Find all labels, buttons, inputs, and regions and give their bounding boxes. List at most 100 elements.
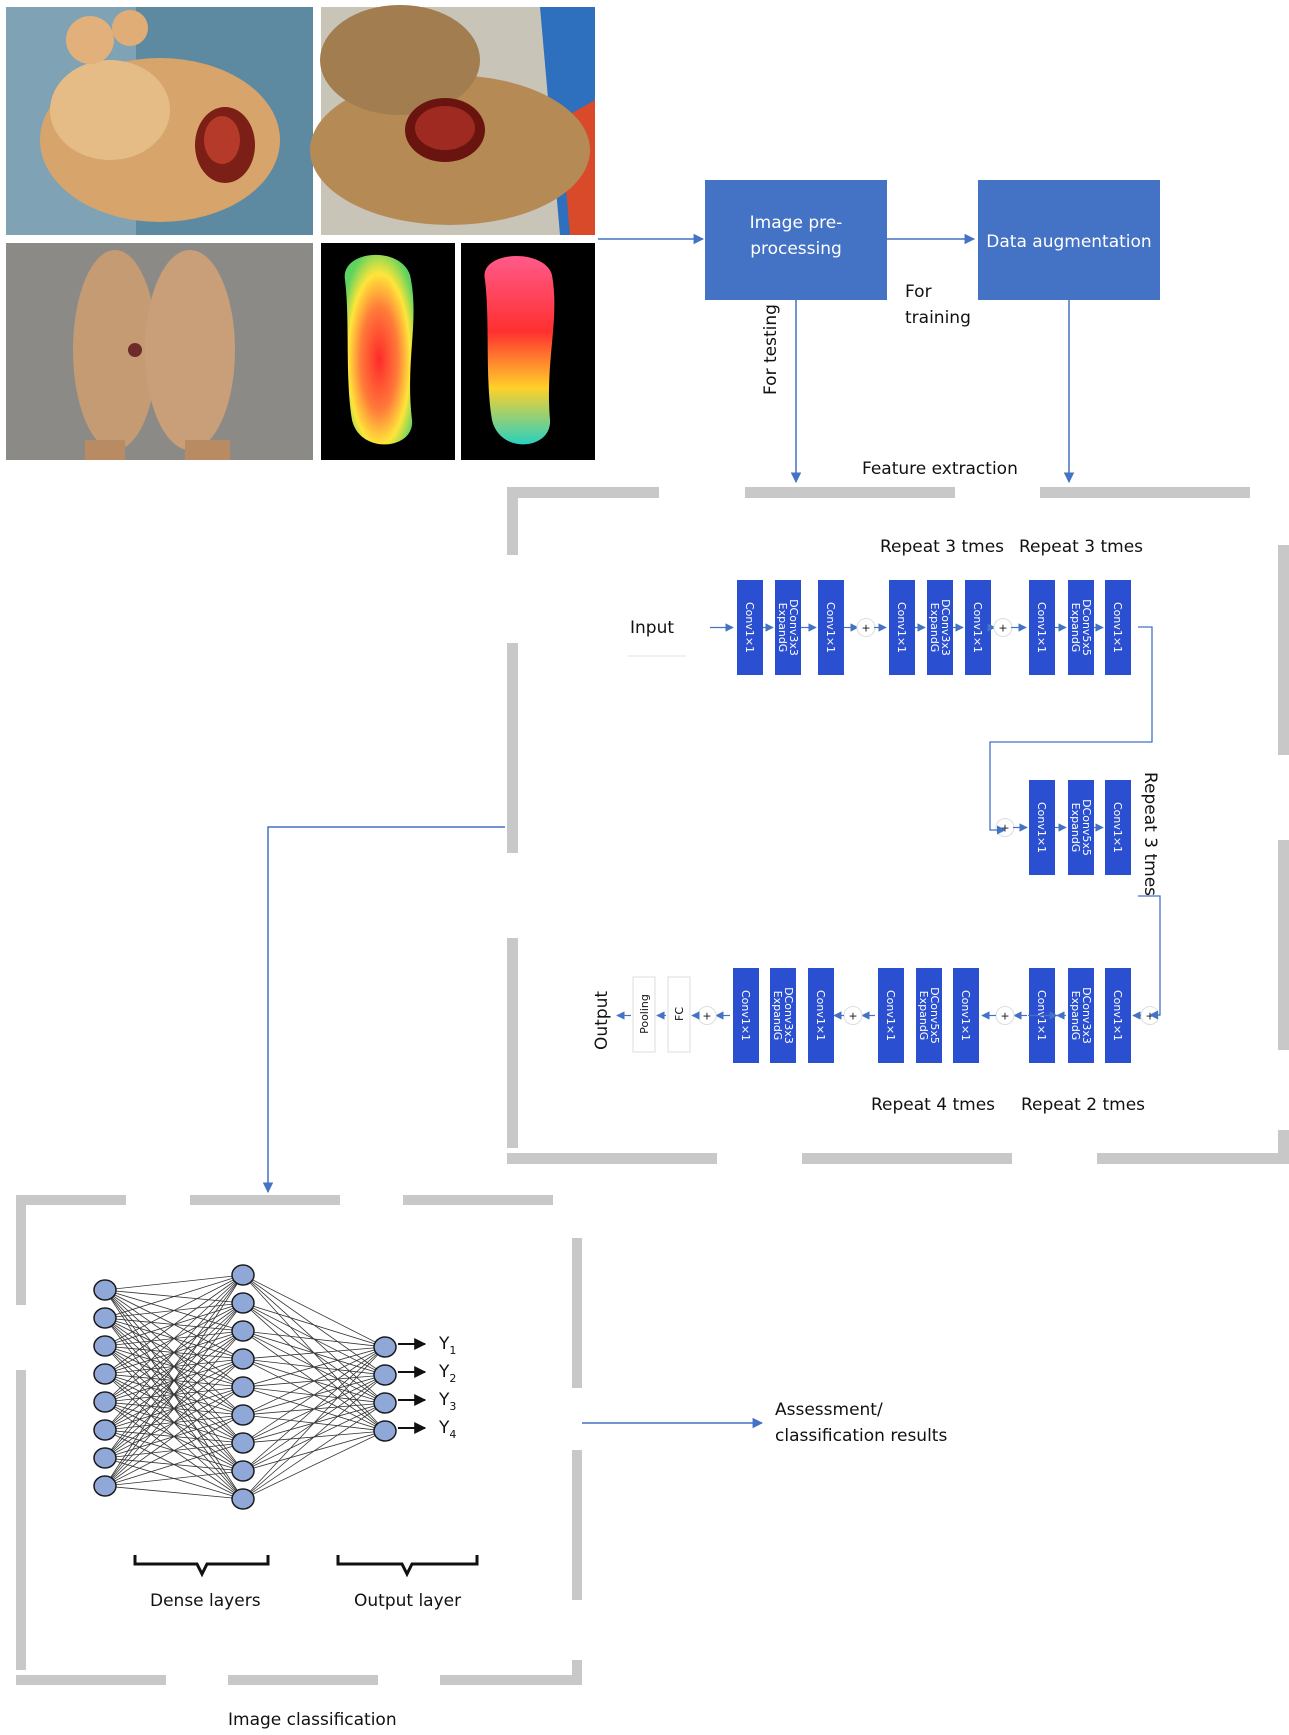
row1-plus-1: + <box>856 618 876 637</box>
repeat-label-2: Repeat 3 tmes <box>1019 537 1143 557</box>
svg-text:DConv3x3ExpandG: DConv3x3ExpandG <box>771 987 795 1044</box>
row1-block-3: Conv1×1 <box>889 580 915 675</box>
top-flow: Image pre-processing Data augmentation F… <box>598 180 1160 484</box>
input-node-7 <box>93 1475 117 1497</box>
arrow-feature-to-classification <box>262 826 505 1194</box>
hidden-node-2 <box>231 1320 255 1342</box>
results-label: Assessment/classification results <box>775 1400 947 1446</box>
svg-text:Conv1×1: Conv1×1 <box>895 602 908 653</box>
photo-foot-ulcer-1 <box>6 7 313 235</box>
dense-brace <box>133 1555 270 1578</box>
svg-text:+: + <box>848 1010 857 1023</box>
row1-plus-2: + <box>993 618 1013 637</box>
augmentation-box <box>978 180 1160 300</box>
hidden-node-4 <box>231 1376 255 1398</box>
neural-network <box>93 1264 397 1510</box>
preprocess-label: Image pre-processing <box>750 213 843 259</box>
row3-block-0: Conv1×1 <box>1105 968 1131 1063</box>
svg-text:DConv3x3ExpandG: DConv3x3ExpandG <box>928 599 952 656</box>
row3-block-1: DConv3x3ExpandG <box>1068 968 1094 1063</box>
svg-text:Conv1×1: Conv1×1 <box>1111 990 1124 1041</box>
hidden-node-6 <box>231 1432 255 1454</box>
svg-text:Conv1×1: Conv1×1 <box>1035 802 1048 853</box>
svg-text:+: + <box>998 622 1007 635</box>
row2-block-2: Conv1×1 <box>1105 780 1131 875</box>
fc-box: FC <box>667 976 691 1053</box>
hidden-node-8 <box>231 1488 255 1510</box>
input-node-5 <box>93 1419 117 1441</box>
pooling-box: Pooling <box>632 976 656 1053</box>
input-node-4 <box>93 1391 117 1413</box>
row1-block-1: DConv3x3ExpandG <box>775 580 801 675</box>
row2-block-0: Conv1×1 <box>1029 780 1055 875</box>
svg-text:Conv1×1: Conv1×1 <box>971 602 984 653</box>
svg-text:Conv1×1: Conv1×1 <box>739 990 752 1041</box>
svg-text:+: + <box>1000 1010 1009 1023</box>
svg-text:+: + <box>1000 822 1009 835</box>
photo-feet-3 <box>6 243 313 460</box>
ann-connections <box>104 1274 386 1500</box>
feature-extraction-label: Feature extraction <box>862 459 1018 479</box>
repeat-label-1: Repeat 3 tmes <box>880 537 1004 557</box>
row3-block-3: Conv1×1 <box>953 968 979 1063</box>
input-node-2 <box>93 1335 117 1357</box>
dense-label: Dense layers <box>150 1591 261 1611</box>
svg-text:Conv1×1: Conv1×1 <box>1035 602 1048 653</box>
row2-block-1: DConv5x5ExpandG <box>1068 780 1094 875</box>
output-brace <box>336 1555 479 1578</box>
photo-foot-ulcer-2 <box>310 5 595 235</box>
svg-text:DConv3x3ExpandG: DConv3x3ExpandG <box>776 599 800 656</box>
row1-block-8: Conv1×1 <box>1105 580 1131 675</box>
repeat-label-3: Repeat 3 tmes <box>1140 772 1160 896</box>
output-node-1 <box>373 1364 397 1386</box>
input-node-3 <box>93 1363 117 1385</box>
foot-photos <box>6 5 595 460</box>
for-testing-label: For testing <box>761 304 781 395</box>
svg-text:DConv3x3ExpandG: DConv3x3ExpandG <box>1069 987 1093 1044</box>
row3-plus-1: + <box>995 1006 1015 1025</box>
row3-block-4: DConv5x5ExpandG <box>916 968 942 1063</box>
repeat-label-4: Repeat 4 tmes <box>871 1095 995 1115</box>
row3-block-8: Conv1×1 <box>733 968 759 1063</box>
row3-block-6: Conv1×1 <box>808 968 834 1063</box>
output-label-y3: Y3 <box>438 1390 456 1413</box>
augmentation-label: Data augmentation <box>986 232 1151 252</box>
hidden-node-7 <box>231 1460 255 1482</box>
thermal-image <box>321 243 595 460</box>
row-connectors <box>989 626 1161 1020</box>
input-node-1 <box>93 1307 117 1329</box>
svg-text:Conv1×1: Conv1×1 <box>1111 802 1124 853</box>
row3-plus-2: + <box>843 1006 863 1025</box>
input-node-6 <box>93 1447 117 1469</box>
svg-text:Conv1×1: Conv1×1 <box>884 990 897 1041</box>
svg-text:Conv1×1: Conv1×1 <box>824 602 837 653</box>
row3-plus-3: + <box>697 1006 717 1025</box>
output-layer-label: Output layer <box>354 1591 461 1611</box>
svg-text:Pooling: Pooling <box>638 994 651 1034</box>
svg-text:+: + <box>1145 1010 1154 1023</box>
output-node-3 <box>373 1420 397 1442</box>
hidden-node-1 <box>231 1292 255 1314</box>
section-label: Image classification <box>228 1710 397 1730</box>
svg-text:Conv1×1: Conv1×1 <box>814 990 827 1041</box>
preprocess-box <box>705 180 887 300</box>
output-label-y1: Y1 <box>438 1334 456 1357</box>
row1-block-4: DConv3x3ExpandG <box>927 580 953 675</box>
row1-block-0: Conv1×1 <box>737 580 763 675</box>
svg-text:DConv5x5ExpandG: DConv5x5ExpandG <box>1069 799 1093 856</box>
svg-text:DConv5x5ExpandG: DConv5x5ExpandG <box>1069 599 1093 656</box>
svg-text:+: + <box>702 1010 711 1023</box>
svg-text:FC: FC <box>673 1007 686 1021</box>
output-label-y2: Y2 <box>438 1362 456 1385</box>
row1-block-5: Conv1×1 <box>965 580 991 675</box>
row1-block-2: Conv1×1 <box>818 580 844 675</box>
svg-text:Conv1×1: Conv1×1 <box>1111 602 1124 653</box>
output-node-2 <box>373 1392 397 1414</box>
network-labels: Input Output Repeat 3 tmes Repeat 3 tmes… <box>592 537 1160 1115</box>
feature-extraction-frame <box>507 487 1289 1164</box>
input-label: Input <box>630 618 674 638</box>
svg-text:DConv5x5ExpandG: DConv5x5ExpandG <box>917 987 941 1044</box>
